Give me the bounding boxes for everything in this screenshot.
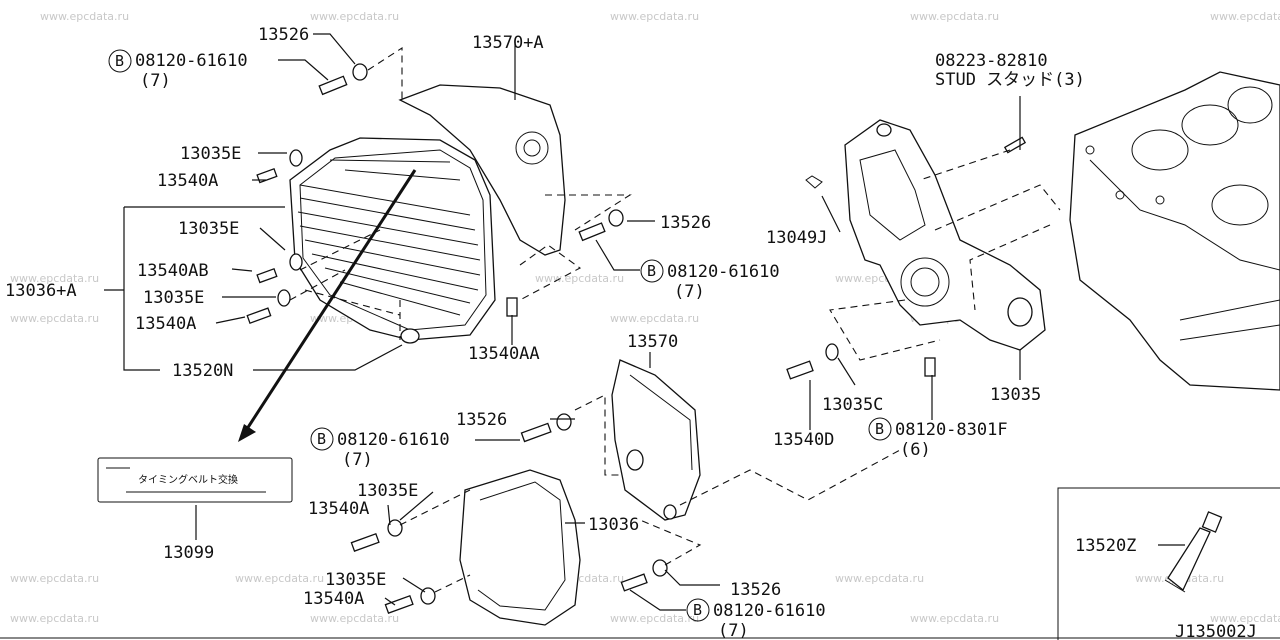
label-13035e: 13035E — [143, 288, 204, 308]
label-08120-61610: 08120-61610 — [337, 430, 450, 450]
watermark-layer: www.epcdata.ru www.epcdata.ru www.epcdat… — [10, 10, 1280, 625]
watermark: www.epcdata.ru — [610, 612, 699, 625]
label-13035e: 13035E — [357, 481, 418, 501]
watermark: www.epcdata.ru — [535, 272, 624, 285]
label-qty: (7) — [342, 450, 373, 470]
label-08120-61610: 08120-61610 — [713, 601, 826, 621]
watermark: www.epcdata.ru — [610, 10, 699, 23]
bolt-marker-b: B — [647, 262, 656, 280]
part-labels: 13526 08120-61610 (7) 13570+A 13035E 135… — [5, 25, 1257, 640]
label-13035: 13035 — [990, 385, 1041, 405]
watermark: www.epcdata.ru — [835, 572, 924, 585]
label-13540a: 13540A — [135, 314, 196, 334]
lower-timing-cover — [350, 359, 901, 626]
label-13049j: 13049J — [766, 228, 827, 248]
label-13540ab: 13540AB — [137, 261, 209, 281]
watermark: www.epcdata.ru — [610, 312, 699, 325]
watermark: www.epcdata.ru — [40, 10, 129, 23]
label-13540a: 13540A — [308, 499, 369, 519]
label-stud: STUD スタッド(3) — [935, 70, 1085, 90]
watermark: www.epcdata.ru — [10, 612, 99, 625]
label-qty: (6) — [900, 440, 931, 460]
bolt-markers: B B B B B — [108, 49, 892, 622]
label-13099: 13099 — [163, 543, 214, 563]
label-13036a: 13036+A — [5, 281, 77, 301]
label-13036: 13036 — [588, 515, 639, 535]
sealant-inset — [1057, 487, 1280, 640]
watermark: www.epcdata.ru — [10, 272, 99, 285]
label-08223-82810: 08223-82810 — [935, 51, 1048, 71]
label-08120-61610: 08120-61610 — [135, 51, 248, 71]
label-13540a: 13540A — [303, 589, 364, 609]
label-13540d: 13540D — [773, 430, 834, 450]
watermark: www.epcdata.ru — [10, 312, 99, 325]
upper-timing-cover — [246, 46, 632, 344]
bolt-marker-b: B — [875, 420, 884, 438]
label-13035c: 13035C — [822, 395, 883, 415]
label-13035e: 13035E — [325, 570, 386, 590]
bolt-marker-b: B — [317, 430, 326, 448]
label-13035e: 13035E — [180, 144, 241, 164]
label-13540aa: 13540AA — [468, 344, 540, 364]
label-08120-61610: 08120-61610 — [667, 262, 780, 282]
label-13526: 13526 — [258, 25, 309, 45]
watermark: www.epcdata.ru — [1210, 10, 1280, 23]
engine-block — [1069, 71, 1280, 391]
timing-belt-label-text: タイミングベルト交換 — [138, 473, 238, 486]
label-13526: 13526 — [660, 213, 711, 233]
timing-belt-label: タイミングベルト交換 — [97, 457, 293, 503]
label-13540a: 13540A — [157, 171, 218, 191]
label-qty: (7) — [140, 71, 171, 91]
label-13520z: 13520Z — [1075, 536, 1136, 556]
label-13570: 13570 — [627, 332, 678, 352]
watermark: www.epcdata.ru — [910, 612, 999, 625]
oil-pump-housing — [786, 119, 1061, 380]
watermark: www.epcdata.ru — [910, 10, 999, 23]
bolt-marker-b: B — [693, 601, 702, 619]
watermark: www.epcdata.ru — [310, 10, 399, 23]
diagram-id: J135002J — [1175, 622, 1257, 640]
leader-lines — [104, 33, 1185, 611]
label-13526: 13526 — [730, 580, 781, 600]
label-13570a: 13570+A — [472, 33, 544, 53]
bolt-marker-b: B — [115, 52, 124, 70]
label-qty: (7) — [674, 282, 705, 302]
watermark: www.epcdata.ru — [235, 572, 324, 585]
label-qty: (7) — [718, 621, 749, 640]
label-13520n: 13520N — [172, 361, 233, 381]
label-13526: 13526 — [456, 410, 507, 430]
label-08120-8301f: 08120-8301F — [895, 420, 1008, 440]
watermark: www.epcdata.ru — [1210, 612, 1280, 625]
reference-arrow — [238, 169, 417, 442]
label-13035e: 13035E — [178, 219, 239, 239]
watermark: www.epcdata.ru — [310, 612, 399, 625]
watermark: www.epcdata.ru — [10, 572, 99, 585]
